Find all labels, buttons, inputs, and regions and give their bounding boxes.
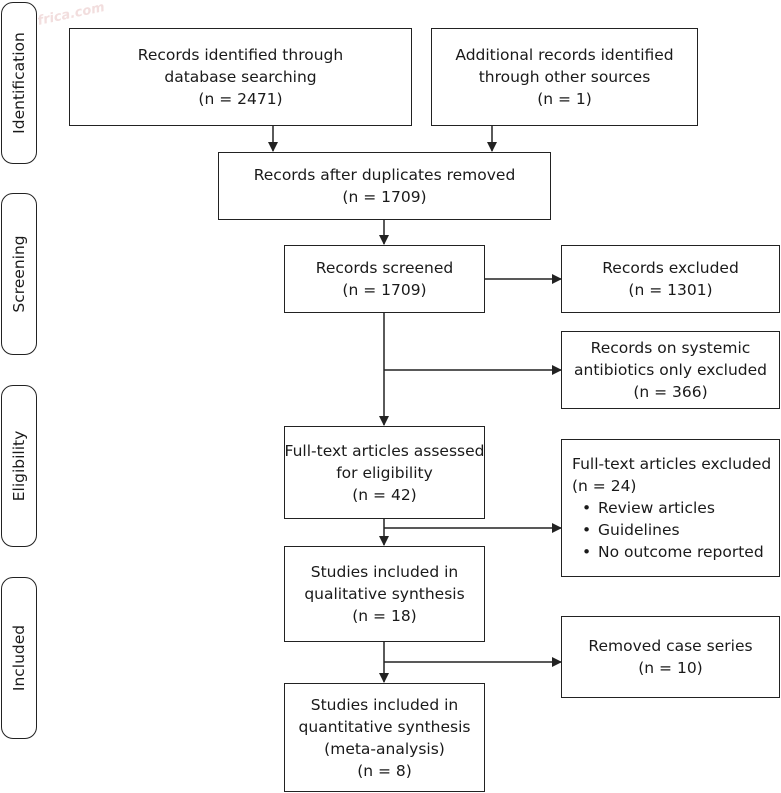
box-line: Records screened — [315, 259, 454, 277]
box-line: through other sources — [478, 68, 651, 86]
box-fulltext-excluded: Full-text articles excluded (n = 24) Rev… — [561, 439, 780, 577]
box-removed-case-series: Removed case series (n = 10) — [561, 616, 780, 698]
box-line: qualitative synthesis — [304, 585, 465, 603]
box-line: Additional records identified — [455, 46, 674, 64]
box-line: for eligibility — [336, 463, 433, 482]
stage-identification: Identification — [1, 2, 37, 164]
box-line: (meta-analysis) — [324, 739, 445, 758]
box-records-screened: Records screened (n = 1709) — [284, 245, 485, 313]
box-quantitative-synthesis: Studies included in quantitative synthes… — [284, 683, 485, 792]
list-item: Guidelines — [582, 519, 764, 541]
box-count: (n = 1709) — [342, 281, 427, 299]
stage-screening: Screening — [1, 193, 37, 355]
exclusion-reasons-list: Review articles Guidelines No outcome re… — [572, 497, 764, 563]
box-count: (n = 8) — [357, 761, 412, 780]
box-count: (n = 1709) — [342, 188, 427, 206]
box-line: Studies included in — [310, 695, 459, 714]
box-count: (n = 2471) — [198, 90, 283, 108]
box-line: Records on systemic — [590, 339, 751, 357]
stage-eligibility: Eligibility — [1, 385, 37, 547]
list-item: No outcome reported — [582, 541, 764, 563]
box-count: (n = 10) — [638, 659, 703, 677]
box-line: Full-text articles assessed — [284, 441, 485, 460]
box-line: antibiotics only excluded — [574, 361, 767, 379]
box-count: (n = 24) — [572, 477, 637, 495]
box-count: (n = 366) — [633, 383, 708, 401]
stage-included: Included — [1, 577, 37, 739]
box-line: Records after duplicates removed — [253, 166, 516, 184]
box-other-sources: Additional records identified through ot… — [431, 28, 698, 126]
box-count: (n = 1301) — [628, 281, 713, 299]
box-records-excluded: Records excluded (n = 1301) — [561, 245, 780, 313]
box-after-duplicates: Records after duplicates removed (n = 17… — [218, 152, 551, 220]
list-item: Review articles — [582, 497, 764, 519]
box-count: (n = 18) — [352, 607, 417, 625]
box-line: Records identified through — [137, 46, 344, 64]
box-line: Studies included in — [310, 563, 459, 581]
box-qualitative-synthesis: Studies included in qualitative synthesi… — [284, 546, 485, 642]
box-count: (n = 1) — [537, 90, 592, 108]
box-database-searching: Records identified through database sear… — [69, 28, 412, 126]
box-line: Full-text articles excluded — [572, 455, 772, 473]
box-systemic-excluded: Records on systemic antibiotics only exc… — [561, 331, 780, 409]
box-count: (n = 42) — [352, 485, 417, 504]
box-line: database searching — [164, 68, 317, 86]
box-line: Removed case series — [588, 637, 753, 655]
box-line: quantitative synthesis — [298, 717, 471, 736]
box-fulltext-assessed: Full-text articles assessed for eligibil… — [284, 426, 485, 519]
box-line: Records excluded — [602, 259, 739, 277]
